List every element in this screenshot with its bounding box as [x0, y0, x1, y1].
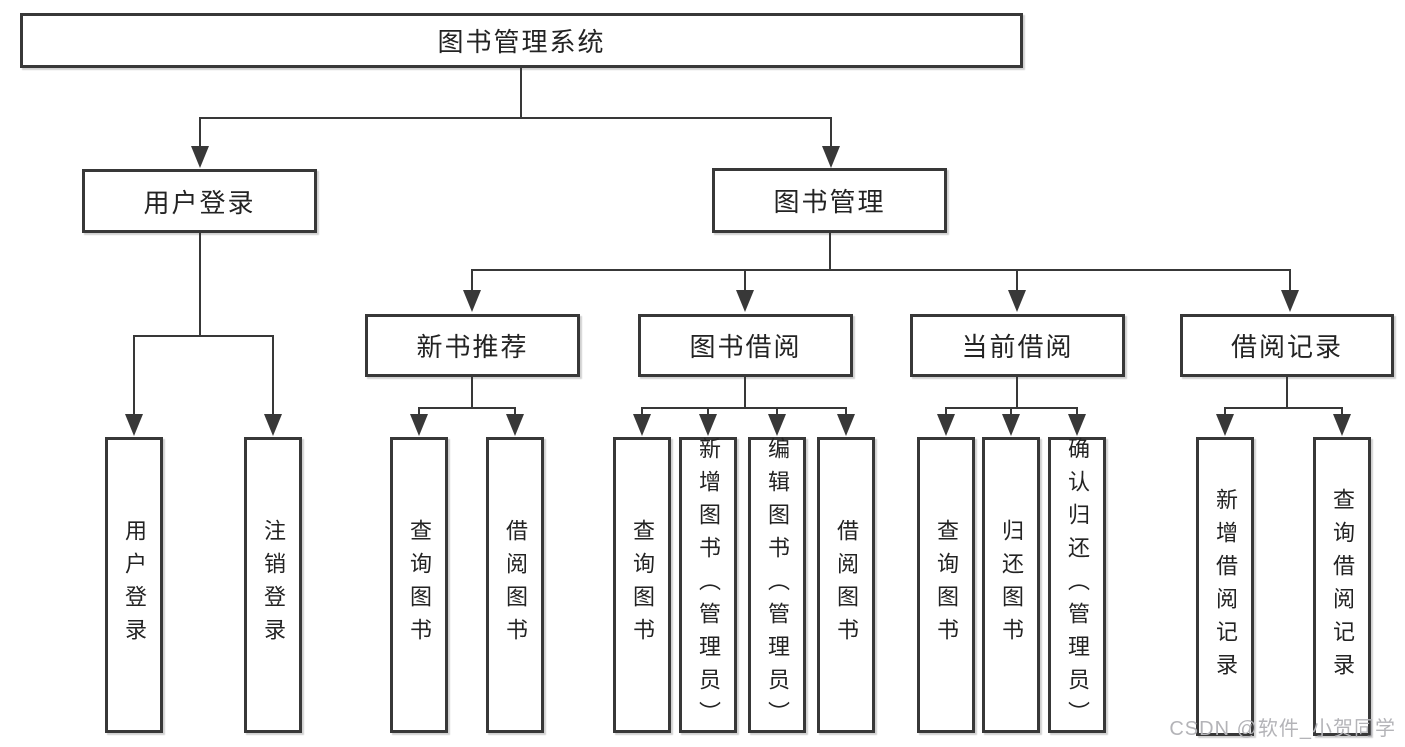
connector-line [418, 407, 420, 417]
connector-line [1016, 377, 1018, 409]
leaf-user-login: 用户登录 [105, 437, 163, 733]
connector-line [199, 117, 832, 119]
node-label: 图书管理 [773, 187, 886, 217]
node-label: 用户登录 [143, 187, 256, 218]
connector-line [1341, 407, 1343, 417]
leaf-add-books-admin: 新增图书（管理员） [679, 436, 737, 734]
connector-line [707, 407, 709, 417]
down-arrowhead-icon [633, 414, 651, 436]
connector-line [845, 407, 847, 417]
connector-line [272, 335, 274, 416]
leaf-query-books-current: 查询图书 [917, 437, 975, 733]
down-arrowhead-icon [699, 414, 717, 436]
node-borrowing-records: 借阅记录 [1180, 314, 1394, 377]
connector-line [744, 377, 746, 409]
down-arrowhead-icon [463, 290, 481, 312]
leaf-edit-books-admin: 编辑图书（管理员） [748, 436, 806, 734]
connector-line [199, 233, 201, 337]
connector-line [830, 117, 832, 149]
connector-line [520, 68, 522, 118]
down-arrowhead-icon [410, 414, 428, 436]
down-arrowhead-icon [264, 414, 282, 436]
node-label: 用户登录 [122, 519, 147, 651]
node-label: 查询借阅记录 [1330, 487, 1355, 686]
connector-line [1076, 407, 1078, 417]
connector-line [945, 407, 947, 417]
connector-line [471, 269, 473, 292]
connector-line [776, 407, 778, 417]
down-arrowhead-icon [1333, 414, 1351, 436]
connector-line [199, 117, 201, 149]
node-label: 借阅图书 [834, 519, 859, 651]
down-arrowhead-icon [1281, 290, 1299, 312]
leaf-query-books-borrowing: 查询图书 [613, 437, 671, 733]
down-arrowhead-icon [736, 290, 754, 312]
leaf-logout: 注销登录 [244, 437, 302, 733]
down-arrowhead-icon [822, 146, 840, 168]
connector-line [471, 377, 473, 409]
node-library-management-system: 图书管理系统 [20, 13, 1023, 68]
node-label: 查询图书 [407, 519, 432, 651]
connector-line [133, 335, 274, 337]
node-label: 确认归还（管理员） [1065, 436, 1090, 734]
connector-line [1224, 407, 1226, 417]
connector-line [1016, 269, 1018, 292]
connector-line [641, 407, 643, 417]
connector-line [1010, 407, 1012, 417]
node-book-management: 图书管理 [712, 168, 947, 233]
connector-line [418, 407, 516, 409]
leaf-query-borrow-record: 查询借阅记录 [1313, 437, 1371, 736]
node-label: 查询图书 [630, 519, 655, 651]
down-arrowhead-icon [937, 414, 955, 436]
node-label: 图书借阅 [689, 332, 802, 362]
csdn-watermark: CSDN @软件_小贺同学 [1169, 718, 1396, 740]
down-arrowhead-icon [837, 414, 855, 436]
node-new-book-recommendation: 新书推荐 [365, 314, 580, 377]
down-arrowhead-icon [1068, 414, 1086, 436]
node-current-borrowing: 当前借阅 [910, 314, 1125, 377]
node-label: 借阅图书 [503, 519, 528, 651]
node-label: 新增借阅记录 [1213, 487, 1238, 686]
connector-line [1289, 269, 1291, 292]
leaf-borrow-books-recommend: 借阅图书 [486, 437, 544, 733]
leaf-return-books: 归还图书 [982, 437, 1040, 733]
down-arrowhead-icon [1002, 414, 1020, 436]
leaf-query-books-recommend: 查询图书 [390, 437, 448, 733]
connector-line [744, 269, 746, 292]
node-label: 注销登录 [261, 519, 286, 651]
connector-line [1224, 407, 1343, 409]
node-label: 新书推荐 [416, 332, 529, 362]
connector-line [133, 335, 135, 416]
node-label: 新增图书（管理员） [696, 436, 721, 734]
node-label: 借阅记录 [1230, 332, 1343, 362]
connector-line [471, 269, 1291, 271]
down-arrowhead-icon [191, 146, 209, 168]
connector-line [641, 407, 847, 409]
connector-line [514, 407, 516, 417]
node-label: 归还图书 [999, 519, 1024, 651]
down-arrowhead-icon [506, 414, 524, 436]
leaf-add-borrow-record: 新增借阅记录 [1196, 437, 1254, 736]
node-label: 查询图书 [934, 519, 959, 651]
node-label: 编辑图书（管理员） [765, 436, 790, 734]
leaf-confirm-return-admin: 确认归还（管理员） [1048, 436, 1106, 734]
node-user-login: 用户登录 [82, 169, 317, 233]
connector-line [829, 233, 831, 271]
down-arrowhead-icon [125, 414, 143, 436]
down-arrowhead-icon [1216, 414, 1234, 436]
node-book-borrowing: 图书借阅 [638, 314, 853, 377]
node-label: 图书管理系统 [437, 27, 606, 57]
leaf-borrow-books-borrowing: 借阅图书 [817, 437, 875, 733]
down-arrowhead-icon [768, 414, 786, 436]
down-arrowhead-icon [1008, 290, 1026, 312]
node-label: 当前借阅 [961, 332, 1074, 362]
connector-line [1286, 377, 1288, 409]
